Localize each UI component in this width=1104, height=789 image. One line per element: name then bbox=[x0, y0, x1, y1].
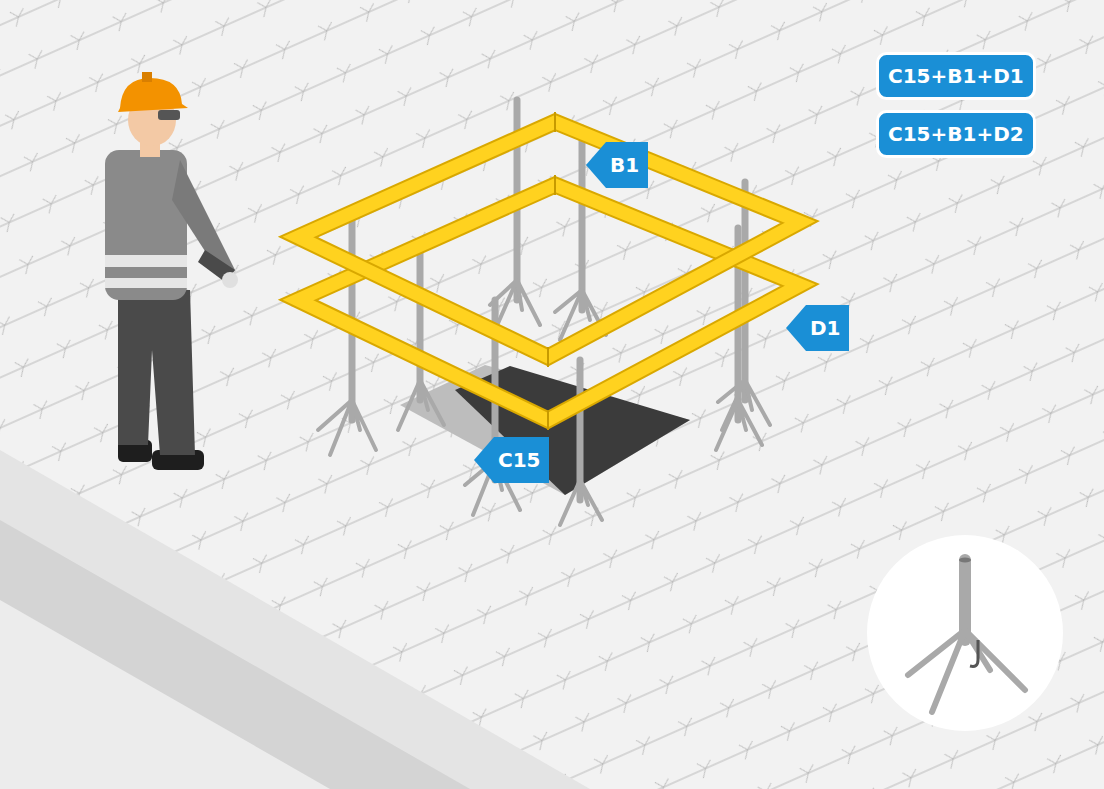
callout-text: C15 bbox=[498, 448, 549, 472]
tripod-inset bbox=[867, 535, 1063, 731]
post bbox=[560, 360, 602, 525]
callout-label: C15 bbox=[474, 437, 549, 483]
callout-text: B1 bbox=[610, 153, 648, 177]
worker bbox=[105, 72, 238, 470]
slab-edge bbox=[0, 450, 590, 789]
callout-text: D1 bbox=[810, 316, 849, 340]
callout-label: B1 bbox=[586, 142, 648, 188]
badge-text: C15+B1+D2 bbox=[888, 122, 1036, 146]
slab-edge-face bbox=[0, 520, 470, 789]
guardrail bbox=[298, 112, 800, 430]
combination-badge: C15+B1+D2 bbox=[876, 110, 1036, 158]
floor-opening bbox=[400, 365, 690, 495]
post bbox=[398, 250, 444, 430]
combination-badge: C15+B1+D1 bbox=[876, 52, 1036, 100]
posts bbox=[318, 100, 770, 525]
badge-text: C15+B1+D1 bbox=[888, 64, 1036, 88]
callout-label: D1 bbox=[786, 305, 849, 351]
slab-edge-lower bbox=[0, 600, 330, 789]
